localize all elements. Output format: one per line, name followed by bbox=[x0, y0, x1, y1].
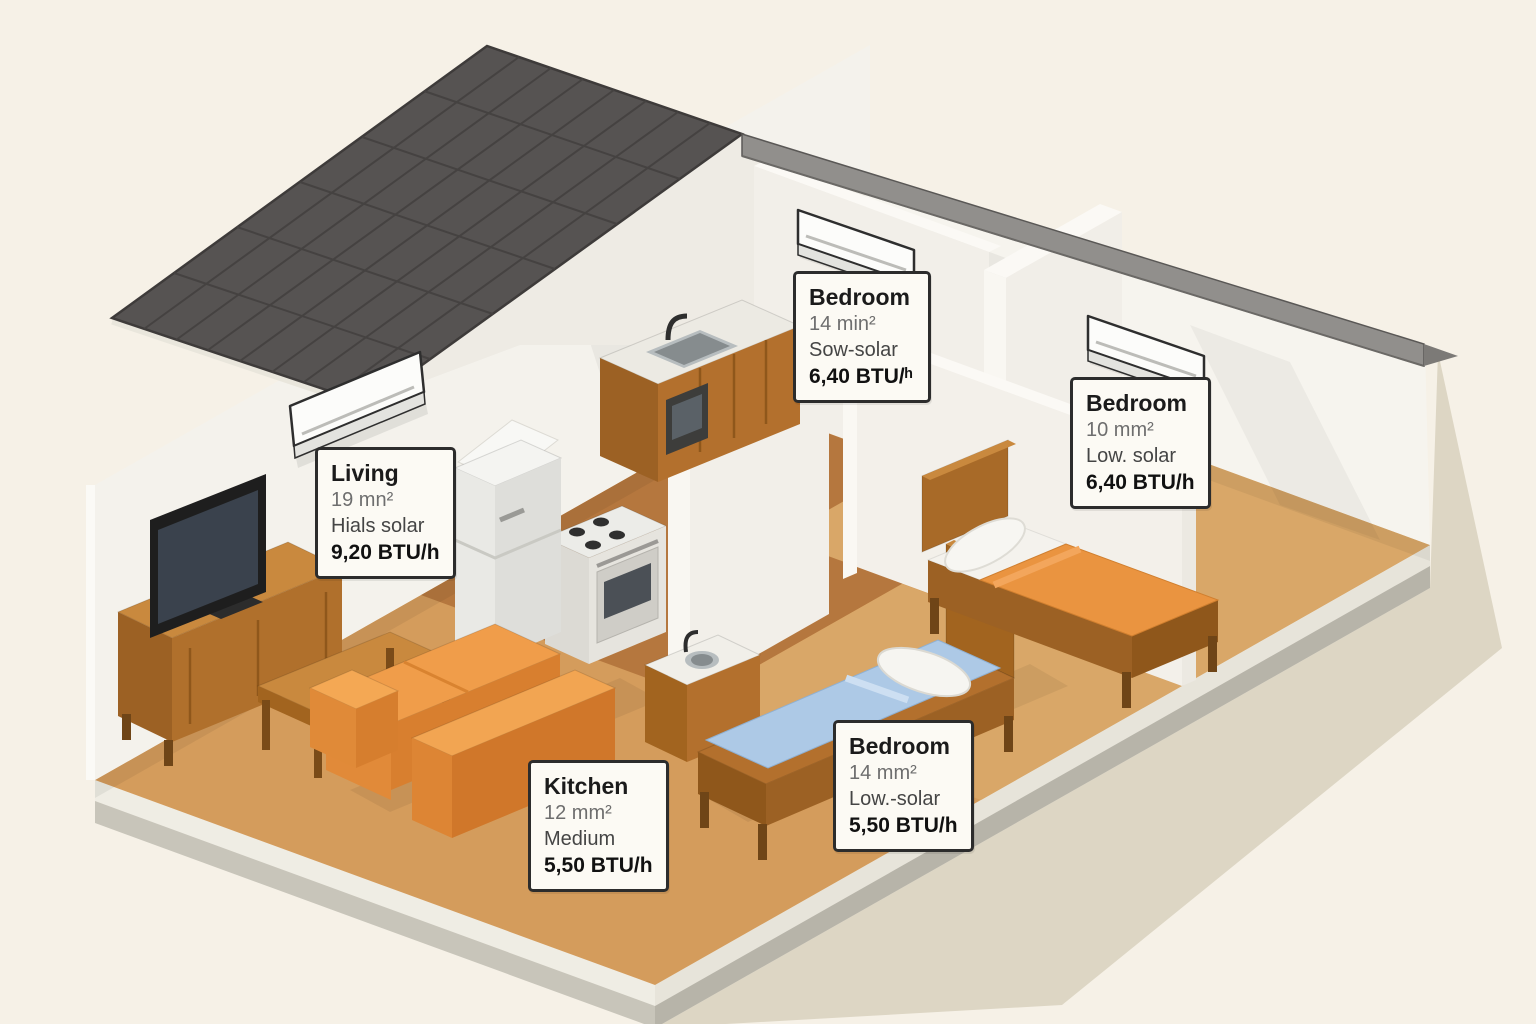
room-area: 14 min² bbox=[809, 313, 876, 336]
sofa bbox=[308, 623, 660, 838]
room-area: 12 mm² bbox=[544, 802, 612, 825]
roof bbox=[109, 44, 1458, 411]
room-area: 14 mm² bbox=[849, 762, 917, 785]
room-label-kitchen: Kitchen 12 mm² Medium 5,50 BTU/h bbox=[528, 760, 669, 892]
bed-pillow bbox=[944, 517, 1026, 573]
bed-pillow bbox=[876, 646, 972, 698]
kitchen-counter bbox=[598, 299, 802, 482]
room-area: 19 mn² bbox=[331, 489, 394, 512]
room-label-bedroom-right: Bedroom 10 mm² Low. solar 6,40 BTU/h bbox=[1070, 377, 1211, 509]
room-btu: 6,40 BTU/h bbox=[1086, 470, 1195, 494]
room-name: Bedroom bbox=[1086, 390, 1187, 416]
room-solar: Sow-solar bbox=[809, 339, 898, 362]
room-solar: Hials solar bbox=[331, 515, 425, 538]
room-solar: Low. solar bbox=[1086, 445, 1177, 468]
room-label-bedroom-back: Bedroom 14 min² Sow-solar 6,40 BTU/ʰ bbox=[793, 271, 931, 403]
room-btu: 5,50 BTU/h bbox=[544, 853, 653, 877]
room-label-living: Living 19 mn² Hials solar 9,20 BTU/h bbox=[315, 447, 456, 579]
cast-shadow bbox=[662, 352, 1502, 1024]
fridge bbox=[453, 419, 563, 660]
room-solar: Medium bbox=[544, 828, 616, 851]
kitchen-faucet bbox=[665, 313, 688, 341]
foundation-slab bbox=[95, 545, 1430, 1024]
washbasin-faucet bbox=[683, 630, 699, 653]
room-name: Living bbox=[331, 460, 399, 486]
room-name: Kitchen bbox=[544, 773, 629, 799]
bed-right-bedroom bbox=[921, 439, 1220, 708]
room-area: 10 mm² bbox=[1086, 419, 1154, 442]
room-name: Bedroom bbox=[809, 284, 910, 310]
washbasin bbox=[643, 630, 762, 762]
room-btu: 5,50 BTU/h bbox=[849, 813, 958, 837]
room-btu: 9,20 BTU/h bbox=[331, 540, 440, 564]
room-name: Bedroom bbox=[849, 733, 950, 759]
room-label-bedroom-front: Bedroom 14 mm² Low.-solar 5,50 BTU/h bbox=[833, 720, 974, 852]
wall-left-end-cap bbox=[86, 485, 95, 780]
room-solar: Low.-solar bbox=[849, 788, 941, 811]
tv bbox=[150, 474, 266, 638]
room-btu: 6,40 BTU/ʰ bbox=[809, 364, 913, 388]
